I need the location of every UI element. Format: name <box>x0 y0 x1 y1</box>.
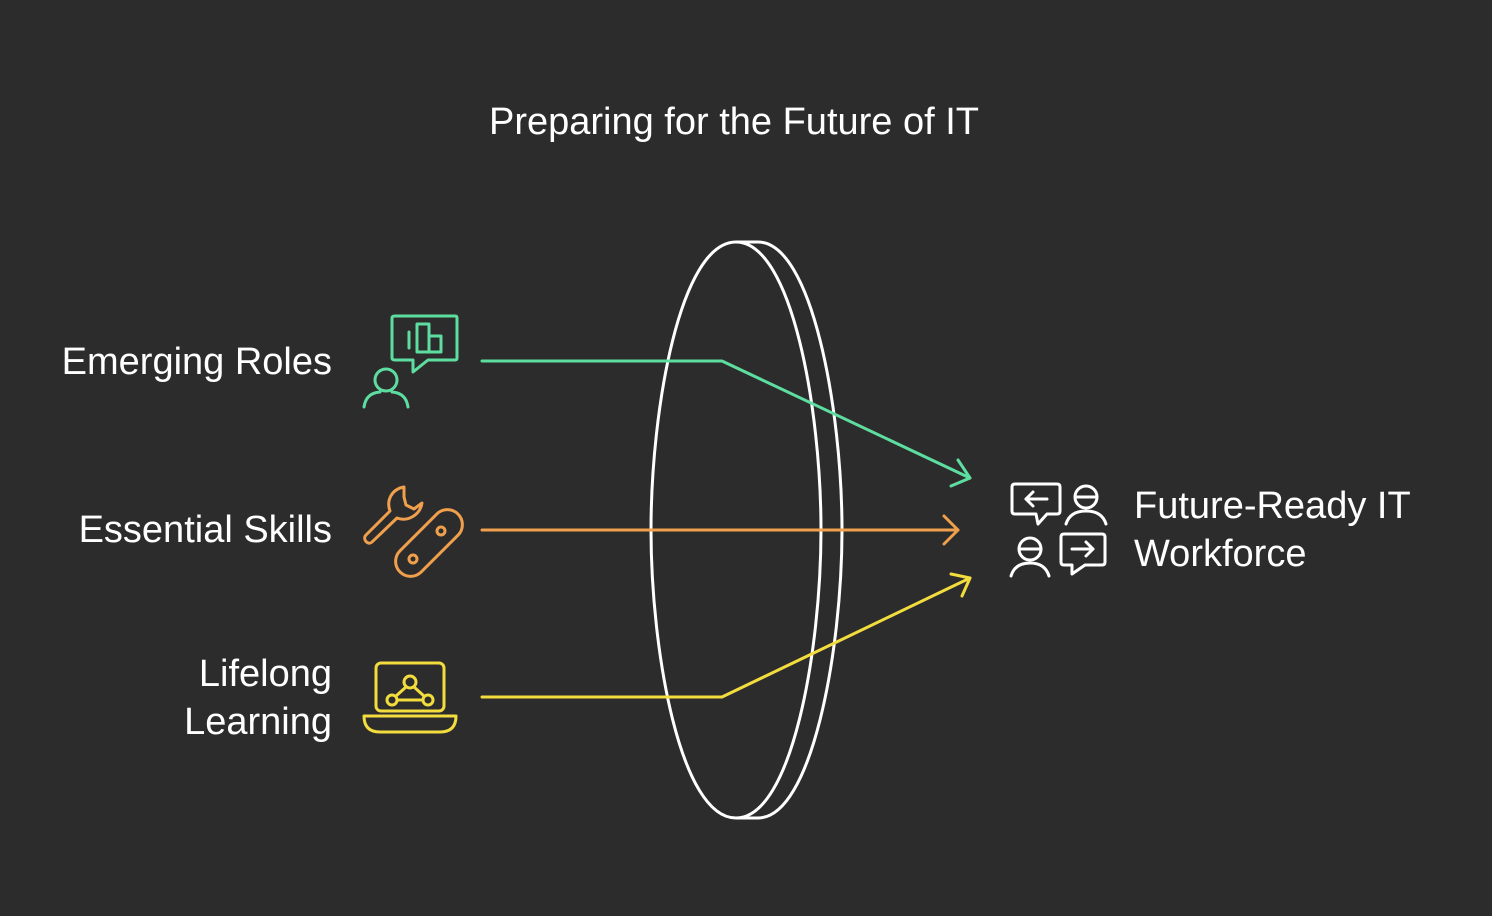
arrow-emerging-roles <box>480 359 972 488</box>
label-essential-skills: Essential Skills <box>79 506 332 554</box>
label-future-ready-workforce: Future-Ready IT Workforce <box>1134 482 1411 578</box>
lens-outline <box>649 240 844 820</box>
user-chat-icon <box>362 314 459 409</box>
arrow-learning-path <box>480 576 972 699</box>
label-future-ready-line1: Future-Ready IT <box>1134 485 1411 527</box>
label-emerging-roles: Emerging Roles <box>62 338 332 386</box>
arrow-lifelong-learning <box>480 572 972 699</box>
laptop-network-icon <box>362 661 458 734</box>
label-future-ready-line2: Workforce <box>1134 533 1307 575</box>
arrow-skills-head <box>942 514 960 546</box>
label-essential-skills-line1: Essential Skills <box>78 509 332 551</box>
team-exchange-icon <box>1009 482 1108 578</box>
arrow-learning-head <box>949 572 972 598</box>
diagram-title: Preparing for the Future of IT <box>488 101 979 143</box>
label-lifelong-learning-line2: Learning <box>184 701 332 743</box>
arrow-emerging-head <box>949 458 972 488</box>
wrench-tool-icon <box>363 485 464 578</box>
arrow-essential-skills <box>480 514 960 546</box>
label-emerging-roles-line1: Emerging Roles <box>61 341 332 383</box>
label-lifelong-learning: Lifelong Learning <box>184 650 332 746</box>
label-lifelong-learning-line1: Lifelong <box>198 653 332 695</box>
arrow-emerging-path <box>480 359 972 480</box>
